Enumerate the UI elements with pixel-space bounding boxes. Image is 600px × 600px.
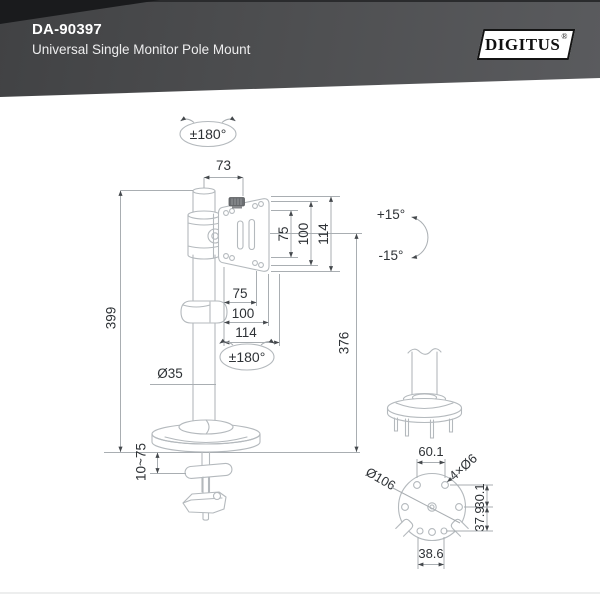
tilt-indicator: +15° -15° — [377, 207, 429, 263]
grommet-screws — [393, 417, 454, 439]
desk-clamp — [182, 451, 233, 521]
dim-vesa-vertical-75: 75 — [276, 226, 291, 241]
dim-vesa-horizontal-100: 100 — [232, 306, 255, 321]
banner-top-line — [0, 0, 600, 2]
dim-tilt-up: +15° — [377, 207, 405, 222]
dimension-lines: 73 399 10~75 376 75 100 114 — [104, 158, 493, 569]
dim-base-offset-upper: 30.1 — [472, 483, 487, 508]
base-notch-right — [450, 518, 469, 537]
dim-vesa-vertical-114: 114 — [316, 223, 331, 245]
header-banner: DA-90397 Universal Single Monitor Pole M… — [0, 0, 600, 97]
desk-base — [151, 419, 261, 453]
dim-pole-height: 399 — [104, 307, 119, 330]
dim-tilt-down: -15° — [379, 248, 404, 263]
rotation-mid-indicator: ±180° — [219, 338, 275, 371]
dim-mount-height: 376 — [337, 332, 352, 355]
dim-base-diameter: Ø106 — [363, 464, 398, 493]
cable-clip — [180, 300, 228, 324]
thumbscrew — [228, 197, 245, 209]
product-code: DA-90397 — [32, 21, 102, 38]
dim-rotation-mid: ±180° — [229, 349, 266, 365]
base-notch-left — [395, 518, 414, 537]
header-titles: DA-90397 Universal Single Monitor Pole M… — [32, 21, 250, 57]
product-name: Universal Single Monitor Pole Mount — [32, 42, 251, 57]
dim-pole-diameter: Ø35 — [157, 366, 183, 381]
dim-vesa-horizontal-75: 75 — [232, 286, 247, 301]
dim-base-offset-lower: 37.9 — [472, 506, 487, 531]
dim-vesa-vertical-100: 100 — [296, 223, 311, 246]
dim-rotation-top: ±180° — [190, 126, 227, 142]
grommet-base-side-view — [386, 348, 463, 439]
dim-top-width: 73 — [216, 158, 231, 173]
dim-base-pitch-bottom: 38.6 — [418, 546, 443, 561]
vesa-plate — [212, 197, 270, 272]
pole-assembly — [151, 187, 261, 453]
rotation-top-indicator: ±180° — [179, 116, 237, 148]
dim-vesa-horizontal-114: 114 — [235, 325, 257, 340]
base-top-view — [395, 472, 469, 542]
dim-clamp-range: 10~75 — [134, 443, 149, 481]
dim-base-pitch-top: 60.1 — [418, 444, 443, 459]
